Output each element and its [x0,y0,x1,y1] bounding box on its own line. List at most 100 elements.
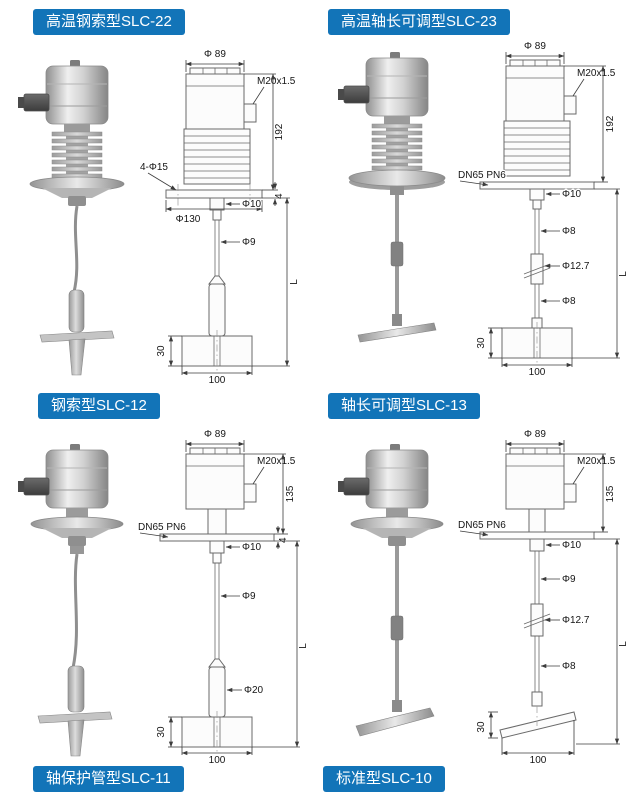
dim-phi9-label: Φ9 [562,574,576,585]
dim-L-label: L [618,271,629,277]
shaft-coupler [390,615,404,641]
dim-phi127: Φ12.7 [544,614,591,627]
dim-paddle-100: 100 [181,747,253,767]
product-figure-slc13: Φ 89 M20x1.5 135 DN65 PN6 Φ10 Φ9 [338,428,631,768]
dim-paddle-30: 30 [475,711,498,739]
housing-outline [185,447,257,510]
dim-30-label: 30 [476,337,487,349]
badge-slc10: 标准型SLC-10 [323,766,445,792]
badge-slc22: 高温钢索型SLC-22 [33,9,185,35]
cable-gland-icon [18,481,26,492]
dim-phi8-upper: Φ8 [540,225,577,238]
dim-m20: M20x1.5 [252,75,297,105]
cable-gland-icon [18,97,26,108]
product-photo-slc13 [338,444,444,737]
housing-outline [505,447,577,510]
dim-phi89-label: Φ 89 [524,41,546,52]
dim-m20-label: M20x1.5 [577,68,616,79]
dim-30-label: 30 [476,721,487,733]
weight-outline [208,666,226,718]
dim-phi8: Φ8 [540,660,577,673]
dim-phi10: Φ10 [545,188,583,201]
product-photo-slc22 [18,60,125,376]
dim-bolt-holes: 4-Φ15 [139,161,177,191]
dim-phi8-upper-label: Φ8 [562,226,576,237]
dim-holes-label: 4-Φ15 [140,162,168,173]
dim-phi20: Φ20 [226,684,265,697]
paddle [355,707,435,737]
dim-L-label: L [618,641,629,647]
dim-height-label: 135 [605,485,616,502]
cooling-fins [371,123,423,171]
cable-gland-icon [338,481,346,492]
dim-L-label: L [298,643,309,649]
housing-outline [505,59,577,122]
dim-100-label: 100 [209,375,226,384]
paddle [67,719,85,757]
dim-phi10: Φ10 [545,539,583,552]
dim-m20-label: M20x1.5 [257,76,296,87]
steel-cable [71,553,79,669]
dim-m20: M20x1.5 [252,455,297,485]
dim-height-label: 135 [285,485,296,502]
dim-t4-label: 4 [278,537,289,543]
dim-paddle-100: 100 [501,720,575,767]
dim-phi20-label: Φ20 [244,685,264,696]
dim-t4-label: 4 [274,193,285,199]
dim-m20: M20x1.5 [572,455,617,485]
paddle-outline [499,711,577,739]
dim-height-label: 192 [605,115,616,132]
dim-paddle-30: 30 [155,335,182,367]
housing-outline [185,67,257,130]
dim-height-192: 192 [244,73,286,191]
dim-30-label: 30 [156,345,167,357]
dim-m20: M20x1.5 [572,67,617,97]
product-photo-slc12 [18,444,124,757]
dim-flange-thickness: 4 [273,182,286,206]
dim-phi9: Φ9 [220,590,257,603]
dim-phi89: Φ 89 [185,428,245,452]
dimension-drawing-slc22: Φ 89 M20x1.5 192 4-Φ15 Φ130 [139,48,302,388]
dim-length-L: L [576,538,630,745]
dim-phi89: Φ 89 [505,40,565,64]
badge-slc11: 轴保护管型SLC-11 [33,766,184,792]
paddle [357,322,437,343]
product-section-slc22: Φ 89 M20x1.5 192 4-Φ15 Φ130 [10,44,310,389]
weight-outline [208,283,226,337]
badge-slc13: 轴长可调型SLC-13 [328,393,480,419]
dimension-drawing-slc13: Φ 89 M20x1.5 135 DN65 PN6 Φ10 Φ9 [457,428,631,768]
shaft-coupler [390,241,404,267]
dim-paddle-30: 30 [475,327,502,359]
dim-L-label: L [289,279,300,285]
dim-phi10: Φ10 [225,198,263,211]
dim-100-label: 100 [530,755,547,764]
dim-phi127: Φ12.7 [544,260,591,273]
dim-flange-thickness: 4 [275,526,290,549]
paddle [68,338,86,376]
weight [67,665,85,713]
product-figure-slc23: Φ 89 M20x1.5 192 DN65 PN6 Φ10 Φ8 [338,40,630,379]
flange-disc [348,169,446,187]
dim-m20-label: M20x1.5 [577,456,616,467]
badge-slc12: 钢索型SLC-12 [38,393,160,419]
cable-gland-icon [338,89,346,100]
dim-phi130: Φ130 [165,200,263,226]
fins-outline [503,120,571,177]
cooling-fins [51,131,103,179]
dim-100-label: 100 [529,367,546,376]
dim-phi89-label: Φ 89 [204,49,226,60]
dim-flange-spec: DN65 PN6 [137,521,187,539]
dim-phi89-label: Φ 89 [204,429,226,440]
weight [68,289,85,333]
dimension-drawing-slc12: Φ 89 M20x1.5 135 DN65 PN6 Φ10 [137,428,311,768]
dim-phi89: Φ 89 [185,48,245,72]
dim-phi9: Φ9 [220,236,257,249]
dim-length-L: L [572,188,630,359]
dim-height-192: 192 [564,65,617,183]
coupler-outline [530,603,544,637]
dim-flange-spec: DN65 PN6 [457,169,507,187]
dim-phi127-label: Φ12.7 [562,615,590,626]
dim-m20-label: M20x1.5 [257,456,296,467]
dim-paddle-100: 100 [181,366,253,387]
dim-length-L: L [252,197,301,367]
